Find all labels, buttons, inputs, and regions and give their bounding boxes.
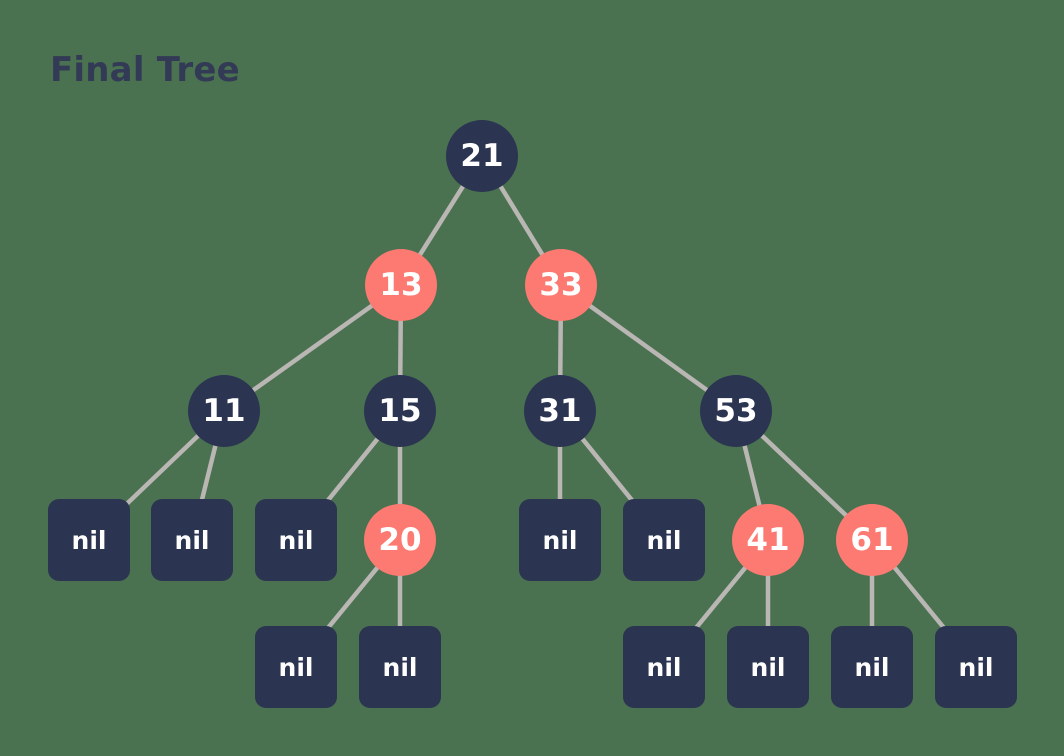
tree-node-label: nil bbox=[278, 525, 314, 555]
tree-node-20[interactable]: 20 bbox=[364, 504, 436, 576]
page-title: Final Tree bbox=[50, 50, 240, 90]
tree-node-label: nil bbox=[278, 652, 314, 682]
tree-node-label: 61 bbox=[850, 522, 894, 558]
tree-node-61[interactable]: 61 bbox=[836, 504, 908, 576]
tree-node-21[interactable]: 21 bbox=[446, 120, 518, 192]
tree-nil-leaf[interactable]: nil bbox=[727, 626, 809, 708]
tree-node-15[interactable]: 15 bbox=[364, 375, 436, 447]
tree-node-label: nil bbox=[382, 652, 418, 682]
tree-node-label: 53 bbox=[714, 393, 758, 429]
tree-node-53[interactable]: 53 bbox=[700, 375, 772, 447]
tree-node-label: 11 bbox=[202, 393, 246, 429]
tree-nil-leaf[interactable]: nil bbox=[255, 499, 337, 581]
tree-node-31[interactable]: 31 bbox=[524, 375, 596, 447]
tree-node-33[interactable]: 33 bbox=[525, 249, 597, 321]
tree-node-label: nil bbox=[542, 525, 578, 555]
tree-nil-leaf[interactable]: nil bbox=[935, 626, 1017, 708]
tree-node-label: 33 bbox=[539, 267, 583, 303]
tree-node-label: nil bbox=[71, 525, 107, 555]
tree-node-41[interactable]: 41 bbox=[732, 504, 804, 576]
tree-node-label: 31 bbox=[538, 393, 582, 429]
tree-nil-leaf[interactable]: nil bbox=[255, 626, 337, 708]
tree-nil-leaf[interactable]: nil bbox=[359, 626, 441, 708]
tree-node-label: nil bbox=[750, 652, 786, 682]
tree-nil-leaf[interactable]: nil bbox=[151, 499, 233, 581]
tree-node-label: 21 bbox=[460, 138, 504, 174]
tree-node-label: 41 bbox=[746, 522, 790, 558]
tree-node-label: 15 bbox=[378, 393, 422, 429]
tree-node-label: nil bbox=[646, 652, 682, 682]
tree-node-label: nil bbox=[854, 652, 890, 682]
tree-node-label: nil bbox=[958, 652, 994, 682]
tree-nil-leaf[interactable]: nil bbox=[831, 626, 913, 708]
tree-node-label: nil bbox=[174, 525, 210, 555]
tree-nil-leaf[interactable]: nil bbox=[48, 499, 130, 581]
tree-node-label: 20 bbox=[378, 522, 422, 558]
tree-node-label: 13 bbox=[379, 267, 423, 303]
tree-node-11[interactable]: 11 bbox=[188, 375, 260, 447]
tree-nil-leaf[interactable]: nil bbox=[623, 499, 705, 581]
tree-node-label: nil bbox=[646, 525, 682, 555]
tree-nil-leaf[interactable]: nil bbox=[519, 499, 601, 581]
tree-nil-leaf[interactable]: nil bbox=[623, 626, 705, 708]
tree-node-13[interactable]: 13 bbox=[365, 249, 437, 321]
